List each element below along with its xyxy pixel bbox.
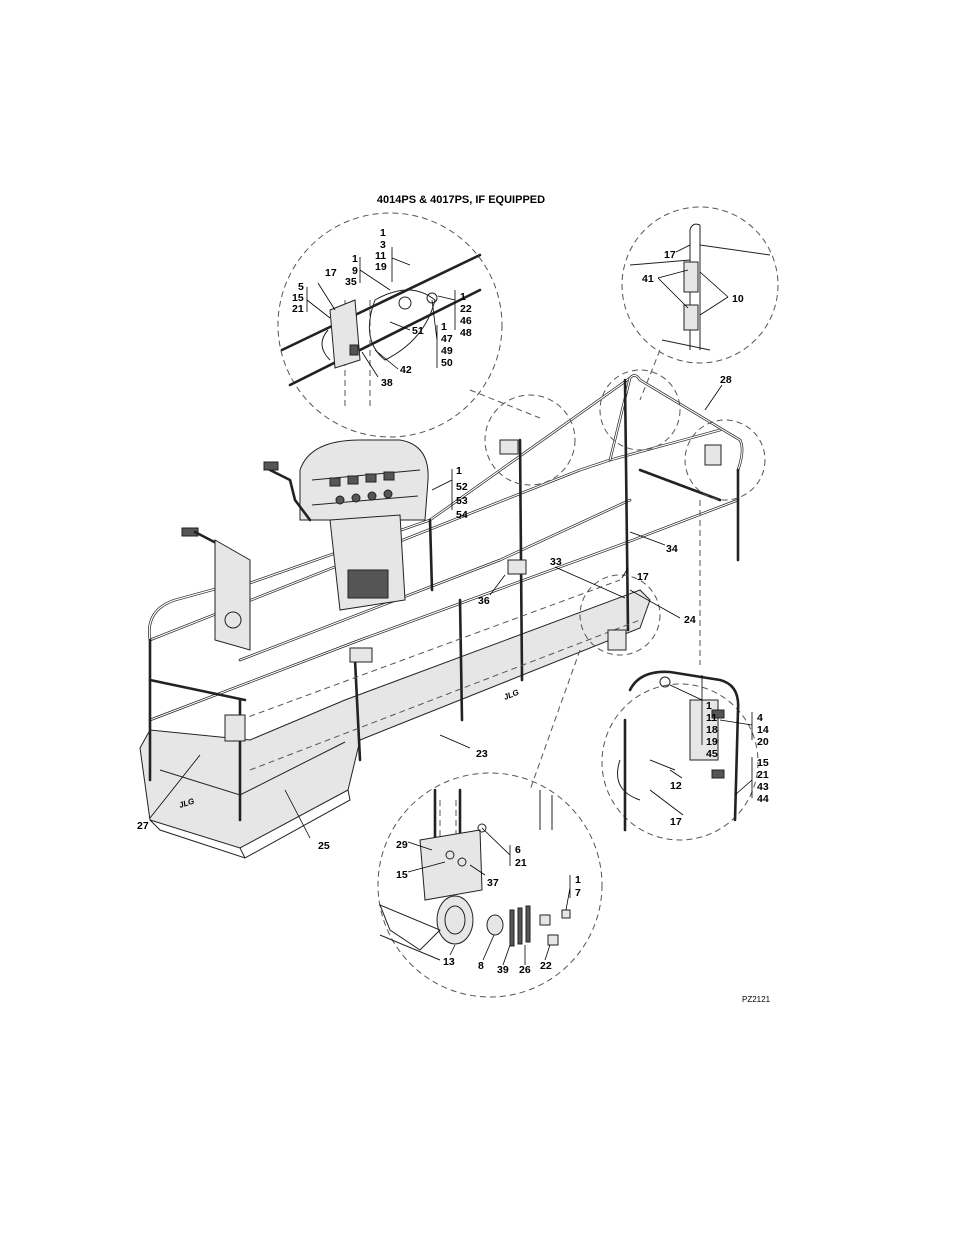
callout-24-line-2: 14: [757, 724, 769, 736]
callout-5-line-1: 1: [460, 291, 466, 303]
locator-circle-hinge: [600, 370, 680, 450]
callout-14-line-2: 52: [456, 481, 468, 493]
callout-2-line-1: 1: [352, 253, 358, 265]
callout-7-line-3: 49: [441, 345, 453, 357]
locator-circle-gate: [485, 395, 575, 485]
callout-4-line-3: 21: [292, 303, 304, 315]
callout-5-line-3: 46: [460, 315, 472, 327]
callout-26-line-1: 15: [757, 757, 769, 769]
callout-5-line-4: 48: [460, 327, 472, 339]
callout-10: 17: [664, 249, 676, 261]
callout-1-line-1: 1: [380, 227, 386, 239]
callout-32-line-2: 7: [575, 887, 581, 899]
callout-23-line-2: 11: [706, 712, 717, 724]
callout-27: 17: [670, 816, 682, 828]
callout-34: 8: [478, 960, 484, 972]
callout-6: 51: [412, 325, 424, 337]
callout-14-line-3: 53: [456, 495, 468, 507]
callout-33: 13: [443, 956, 455, 968]
callout-37: 22: [540, 960, 552, 972]
callout-7-line-2: 47: [441, 333, 453, 345]
callout-30: 15: [396, 869, 408, 881]
callout-11: 41: [642, 273, 654, 285]
detail-view-right-middle: [602, 672, 758, 840]
drawing-code: PZ2121: [742, 995, 771, 1004]
callout-1-line-4: 19: [375, 261, 387, 273]
callout-17: 17: [637, 571, 649, 583]
callout-13: 28: [720, 374, 732, 386]
callout-25: 12: [670, 780, 682, 792]
callout-28: 29: [396, 839, 408, 851]
callout-18: 36: [478, 595, 490, 607]
callout-2-line-3: 35: [345, 276, 357, 288]
callout-7-line-1: 1: [441, 321, 447, 333]
callout-20: 23: [476, 748, 488, 760]
callout-32-line-1: 1: [575, 874, 581, 886]
callout-23-line-1: 1: [706, 700, 712, 712]
callout-31: 37: [487, 877, 499, 889]
callout-23-line-4: 19: [706, 736, 718, 748]
callout-15: 34: [666, 543, 678, 555]
callout-14-line-4: 54: [456, 509, 468, 521]
callout-29-line-1: 6: [515, 844, 521, 856]
callout-36: 26: [519, 964, 531, 976]
callout-24-line-3: 20: [757, 736, 769, 748]
callout-7-line-4: 50: [441, 357, 453, 369]
callout-14-line-1: 1: [456, 465, 462, 477]
callout-26-line-3: 43: [757, 781, 769, 793]
callout-12: 10: [732, 293, 744, 305]
callout-35: 39: [497, 964, 509, 976]
callout-19: 24: [684, 614, 696, 626]
control-console: [182, 440, 428, 650]
diagram-title: 4014PS & 4017PS, IF EQUIPPED: [377, 194, 545, 206]
detail-view-top-left: [278, 213, 540, 437]
callout-8: 42: [400, 364, 412, 376]
callout-21: 27: [137, 820, 149, 832]
callout-26-line-2: 21: [757, 769, 769, 781]
callout-3: 17: [325, 267, 337, 279]
side-logo: JLG: [502, 688, 520, 702]
callout-9: 38: [381, 377, 393, 389]
callout-5-line-2: 22: [460, 303, 472, 315]
callout-26-line-4: 44: [757, 793, 769, 805]
callout-24-line-1: 4: [757, 712, 763, 724]
detail-view-top-right: [622, 207, 778, 400]
callout-23-line-5: 45: [706, 748, 718, 760]
callout-23-line-3: 18: [706, 724, 718, 736]
callout-16: 33: [550, 556, 562, 568]
callout-22: 25: [318, 840, 330, 852]
callout-29-line-2: 21: [515, 857, 527, 869]
